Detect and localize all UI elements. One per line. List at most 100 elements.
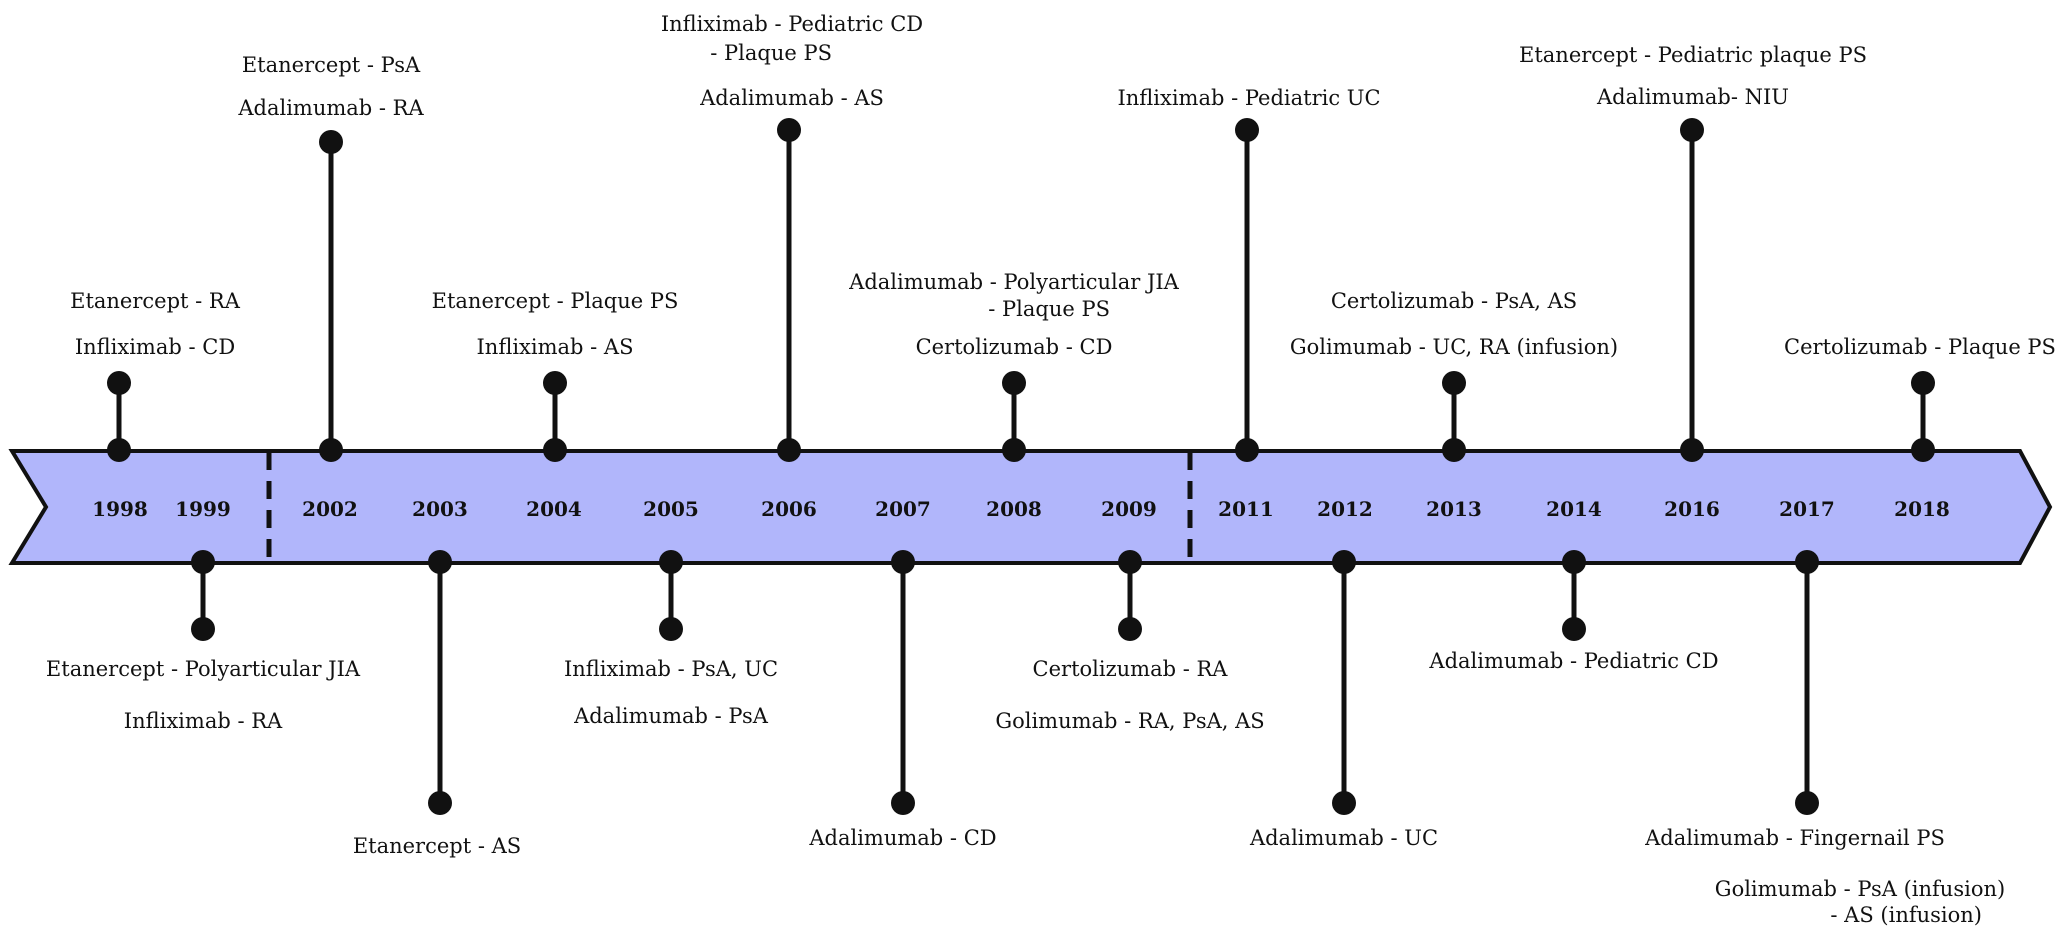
event-label: Certolizumab - CD bbox=[916, 335, 1113, 359]
year-label: 2006 bbox=[761, 497, 817, 521]
event-anchor-dot bbox=[659, 550, 683, 574]
event-label: Infliximab - RA bbox=[124, 709, 283, 733]
event-marker bbox=[319, 130, 343, 462]
event-label: Adalimumab - Polyarticular JIA bbox=[848, 270, 1179, 294]
event-label: Certolizumab - RA bbox=[1033, 657, 1229, 681]
event-anchor-dot bbox=[1911, 438, 1935, 462]
year-label: 2007 bbox=[875, 497, 931, 521]
year-label: 2011 bbox=[1218, 497, 1274, 521]
event-label: Adalimumab - Pediatric CD bbox=[1428, 649, 1718, 673]
event-end-dot bbox=[543, 371, 567, 395]
event-label: Infliximab - AS bbox=[477, 335, 634, 359]
event-label: Infliximab - CD bbox=[75, 335, 235, 359]
event-anchor-dot bbox=[777, 438, 801, 462]
event-end-dot bbox=[1118, 617, 1142, 641]
event-label: Etanercept - Pediatric plaque PS bbox=[1519, 43, 1867, 67]
event-label: Etanercept - RA bbox=[70, 289, 241, 313]
event-marker bbox=[191, 550, 215, 641]
event-label: Adalimumab - PsA bbox=[573, 704, 769, 728]
year-label: 1998 bbox=[92, 497, 148, 521]
event-label: Infliximab - Pediatric CD bbox=[661, 12, 923, 36]
event-label: Adalimumab - Fingernail PS bbox=[1644, 826, 1945, 850]
event-end-dot bbox=[1235, 118, 1259, 142]
event-end-dot bbox=[1680, 118, 1704, 142]
event-label: Golimumab - RA, PsA, AS bbox=[995, 709, 1264, 733]
event-marker bbox=[1118, 550, 1142, 641]
event-marker bbox=[891, 550, 915, 815]
event-anchor-dot bbox=[1562, 550, 1586, 574]
event-marker bbox=[1002, 371, 1026, 462]
event-anchor-dot bbox=[1235, 438, 1259, 462]
event-marker bbox=[1442, 371, 1466, 462]
year-label: 1999 bbox=[175, 497, 231, 521]
year-label: 2014 bbox=[1546, 497, 1602, 521]
year-label: 2009 bbox=[1101, 497, 1157, 521]
year-label: 2018 bbox=[1894, 497, 1950, 521]
event-label: Adalimumab - UC bbox=[1249, 826, 1438, 850]
event-marker bbox=[1680, 118, 1704, 462]
event-anchor-dot bbox=[1442, 438, 1466, 462]
year-label: 2008 bbox=[986, 497, 1042, 521]
event-end-dot bbox=[428, 791, 452, 815]
event-end-dot bbox=[777, 118, 801, 142]
event-end-dot bbox=[891, 791, 915, 815]
year-label: 2002 bbox=[302, 497, 358, 521]
year-labels: 1998 1999 2002 2003 2004 2005 2006 2007 … bbox=[92, 497, 1950, 521]
event-label: Golimumab - UC, RA (infusion) bbox=[1290, 335, 1618, 359]
event-label: Etanercept - Polyarticular JIA bbox=[46, 657, 361, 681]
event-end-dot bbox=[107, 371, 131, 395]
event-end-dot bbox=[1795, 791, 1819, 815]
event-end-dot bbox=[1562, 617, 1586, 641]
event-anchor-dot bbox=[191, 550, 215, 574]
event-anchor-dot bbox=[1680, 438, 1704, 462]
year-label: 2004 bbox=[526, 497, 582, 521]
event-label: Adalimumab - AS bbox=[699, 86, 884, 110]
event-anchor-dot bbox=[1795, 550, 1819, 574]
event-anchor-dot bbox=[1332, 550, 1356, 574]
event-marker bbox=[659, 550, 683, 641]
event-marker bbox=[1562, 550, 1586, 641]
event-label: Adalimumab- NIU bbox=[1596, 85, 1789, 109]
year-label: 2012 bbox=[1317, 497, 1373, 521]
year-label: 2016 bbox=[1664, 497, 1720, 521]
year-label: 2005 bbox=[643, 497, 699, 521]
event-anchor-dot bbox=[543, 438, 567, 462]
year-label: 2017 bbox=[1779, 497, 1835, 521]
year-label: 2013 bbox=[1426, 497, 1482, 521]
event-marker bbox=[777, 118, 801, 462]
event-end-dot bbox=[659, 617, 683, 641]
event-label: - Plaque PS bbox=[710, 41, 832, 65]
event-anchor-dot bbox=[1002, 438, 1026, 462]
event-end-dot bbox=[191, 617, 215, 641]
event-end-dot bbox=[1332, 791, 1356, 815]
event-label: Golimumab - PsA (infusion) bbox=[1715, 877, 2005, 901]
event-marker bbox=[1235, 118, 1259, 462]
event-anchor-dot bbox=[107, 438, 131, 462]
event-label: Adalimumab - RA bbox=[237, 96, 424, 120]
event-marker bbox=[1911, 371, 1935, 462]
event-marker bbox=[1795, 550, 1819, 815]
event-marker bbox=[543, 371, 567, 462]
event-label: - Plaque PS bbox=[988, 297, 1110, 321]
event-label: Etanercept - Plaque PS bbox=[432, 289, 679, 313]
timeline-arrow-band bbox=[8, 449, 2053, 565]
event-label: Certolizumab - PsA, AS bbox=[1331, 289, 1577, 313]
event-end-dot bbox=[1442, 371, 1466, 395]
event-marker bbox=[1332, 550, 1356, 815]
event-marker bbox=[107, 371, 131, 462]
event-label: Infliximab - PsA, UC bbox=[564, 657, 778, 681]
year-label: 2003 bbox=[412, 497, 468, 521]
event-label: - AS (infusion) bbox=[1830, 903, 1982, 927]
event-label: Etanercept - AS bbox=[353, 834, 521, 858]
event-anchor-dot bbox=[1118, 550, 1142, 574]
event-anchor-dot bbox=[891, 550, 915, 574]
event-label: Infliximab - Pediatric UC bbox=[1117, 86, 1380, 110]
event-label: Etanercept - PsA bbox=[242, 53, 421, 77]
event-anchor-dot bbox=[428, 550, 452, 574]
event-label: Certolizumab - Plaque PS bbox=[1784, 335, 2056, 359]
event-marker bbox=[428, 550, 452, 815]
event-label: Adalimumab - CD bbox=[808, 826, 996, 850]
event-end-dot bbox=[1002, 371, 1026, 395]
event-end-dot bbox=[319, 130, 343, 154]
